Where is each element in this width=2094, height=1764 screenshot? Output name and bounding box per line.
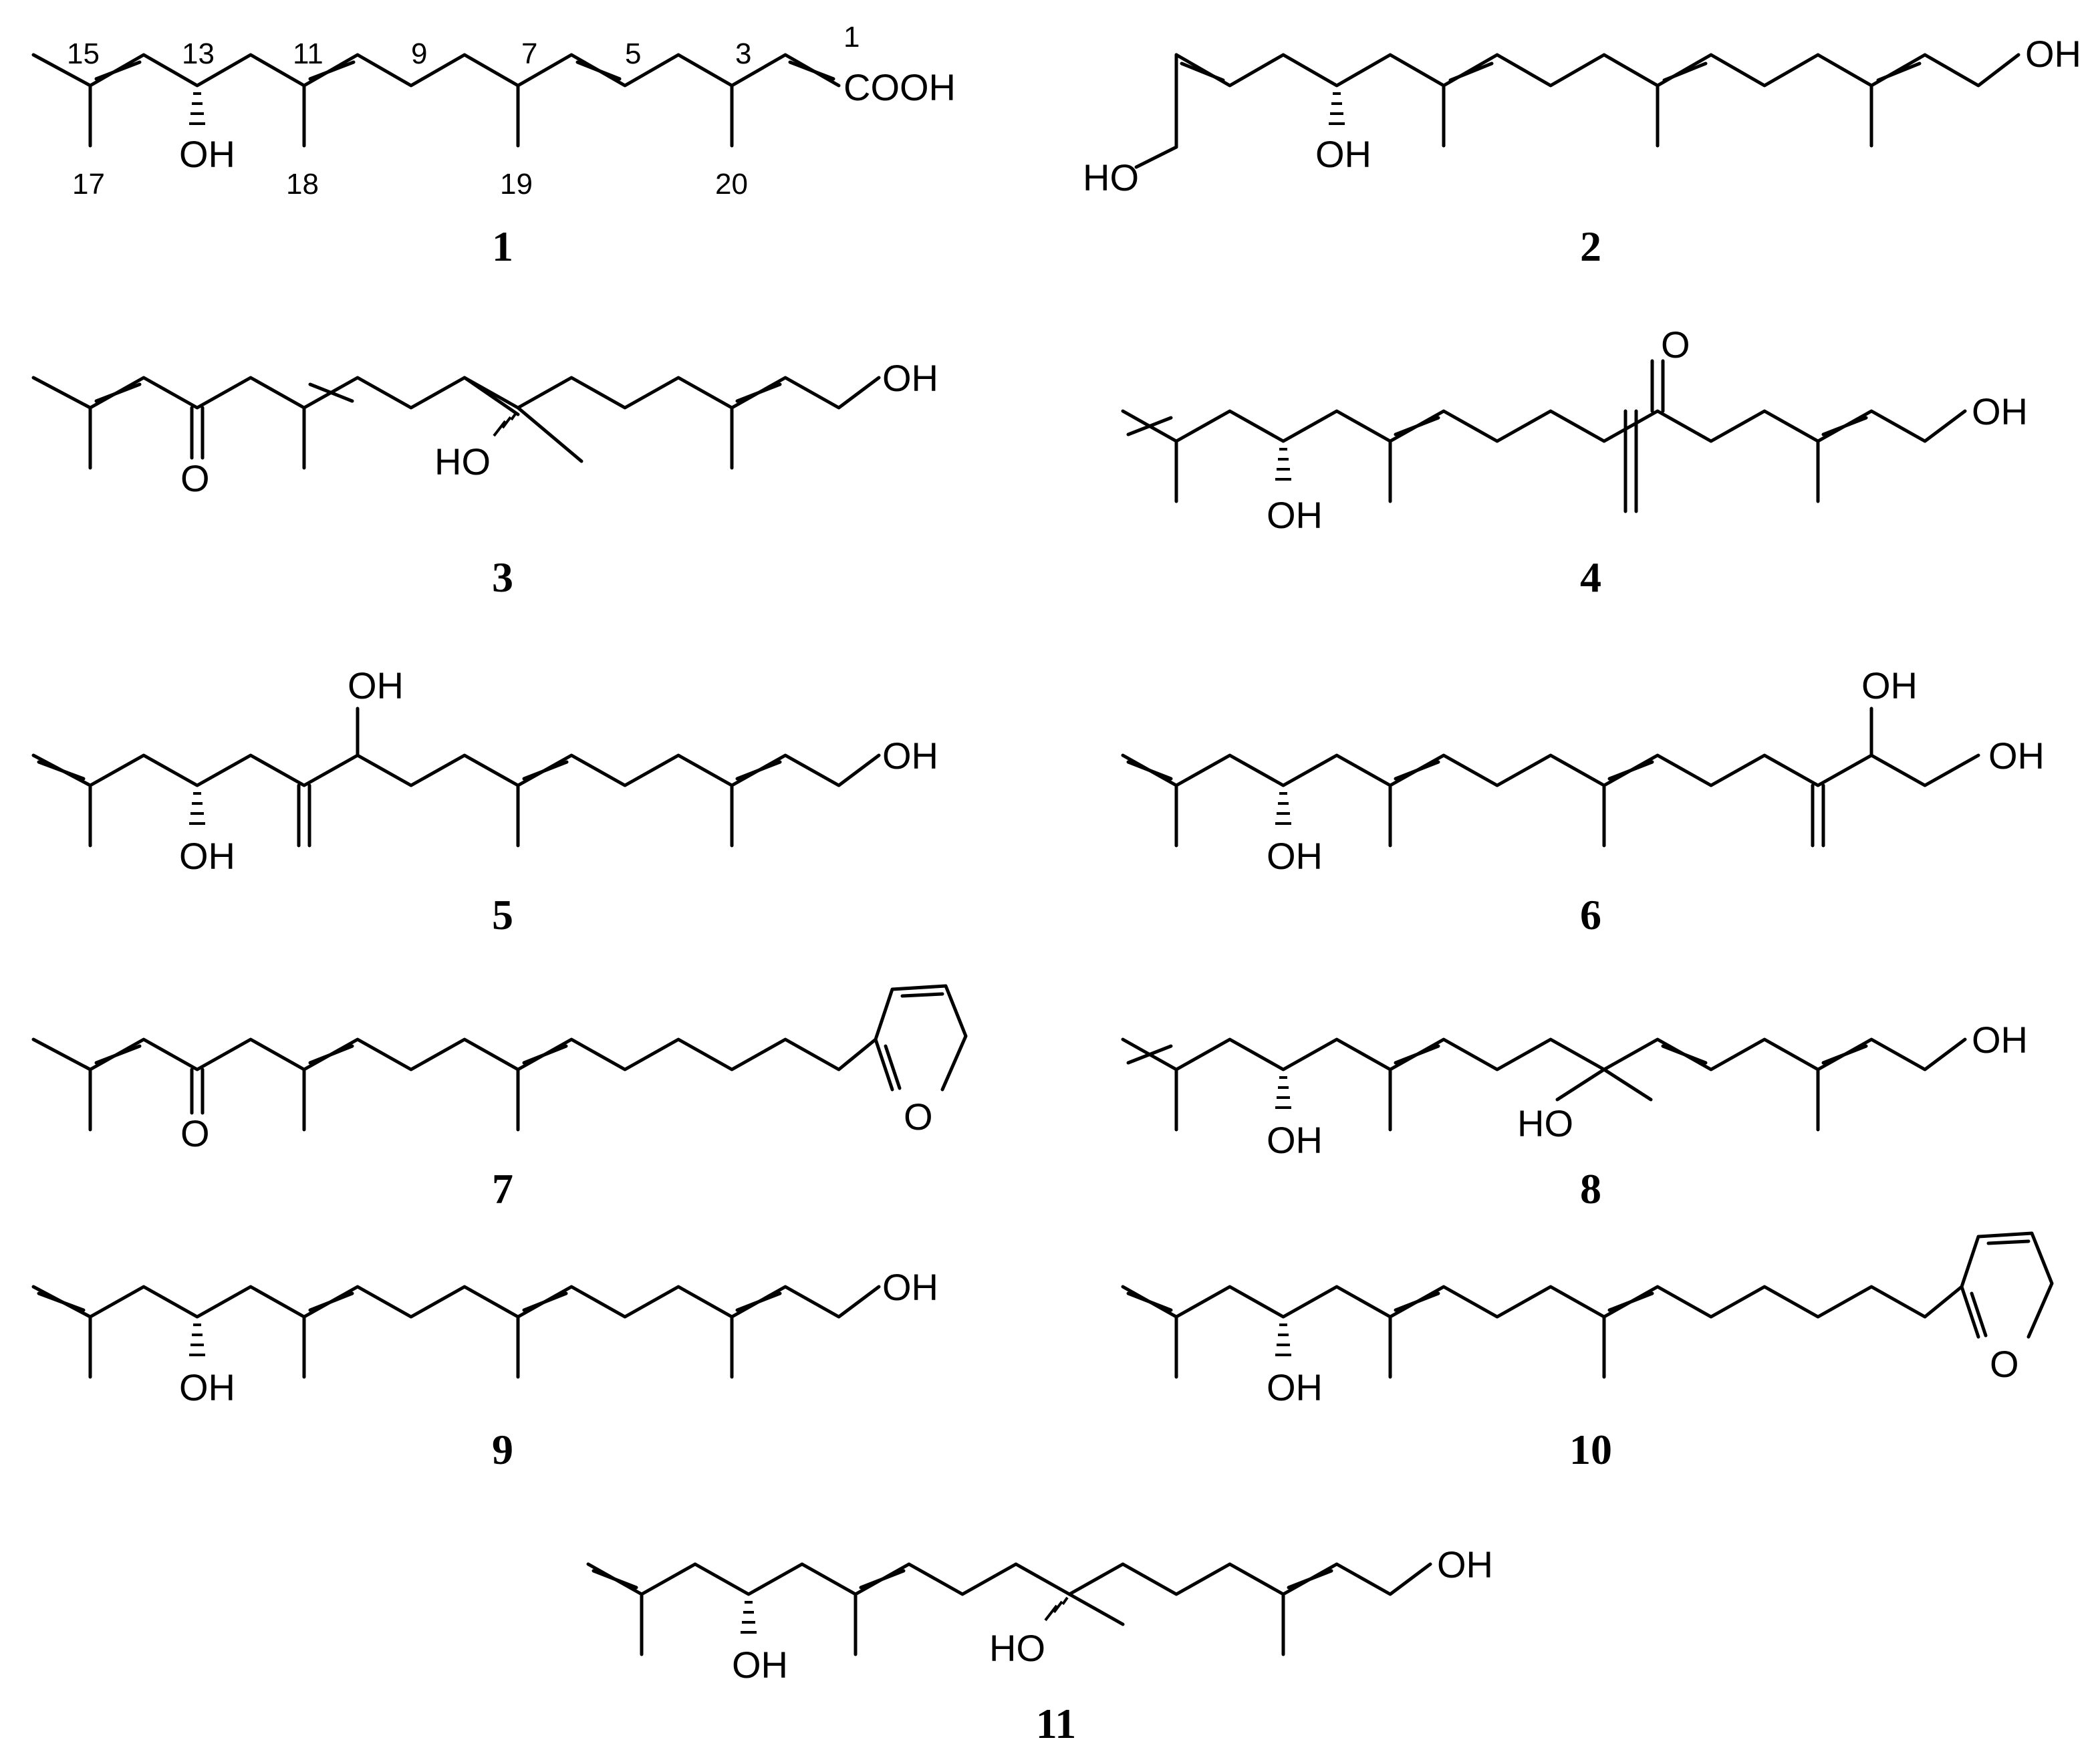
o-label: O bbox=[180, 1112, 210, 1154]
furan-ring bbox=[1960, 1231, 2054, 1339]
structure-3: O HO OH 3 bbox=[31, 357, 938, 601]
compound-label-7: 7 bbox=[492, 1165, 513, 1213]
oh-label: OH bbox=[1315, 133, 1371, 175]
o-label: O bbox=[904, 1096, 933, 1138]
carbon-number-13: 13 bbox=[182, 37, 215, 70]
structure-8: OH HO OH 8 bbox=[1121, 1019, 2028, 1213]
compound-label-8: 8 bbox=[1580, 1165, 1601, 1213]
o-label: O bbox=[1661, 324, 1690, 366]
oh-label: OH bbox=[2025, 33, 2081, 75]
carbon-number-3: 3 bbox=[735, 37, 751, 70]
oh-label: OH bbox=[1972, 1019, 2028, 1061]
ho-label: HO bbox=[434, 440, 491, 483]
compound-label-9: 9 bbox=[492, 1426, 513, 1473]
hashed-wedge bbox=[1275, 1324, 1291, 1356]
oh-label: OH bbox=[1861, 664, 1918, 707]
ho-label: HO bbox=[989, 1627, 1045, 1669]
hashed-wedge bbox=[189, 792, 205, 825]
oh-label: OH bbox=[179, 133, 235, 175]
compound-label-11: 11 bbox=[1036, 1700, 1076, 1747]
structure-4: OH O OH 4 bbox=[1121, 324, 2028, 601]
oh-label: OH bbox=[348, 664, 404, 707]
oh-label: OH bbox=[732, 1644, 788, 1686]
structure-5: OH OH OH 5 bbox=[31, 664, 938, 938]
carbon-number-9: 9 bbox=[411, 37, 427, 70]
structure-2: OH HO OH 2 bbox=[1083, 33, 2081, 270]
carbon-number-1: 1 bbox=[843, 21, 860, 53]
hashed-wedge bbox=[189, 92, 205, 125]
structure-7: O O 7 bbox=[31, 984, 968, 1213]
hashed-wedge bbox=[1275, 1076, 1291, 1109]
oh-label: OH bbox=[882, 735, 938, 777]
oh-label: OH bbox=[882, 1266, 938, 1308]
carbon-number-20: 20 bbox=[715, 168, 748, 201]
oh-label: OH bbox=[1267, 1119, 1323, 1161]
oh-label: OH bbox=[1988, 735, 2045, 777]
oh-label: OH bbox=[1267, 1366, 1323, 1408]
structure-9: OH OH 9 bbox=[31, 1266, 938, 1473]
structure-10: OH O 10 bbox=[1121, 1231, 2054, 1473]
carbon-number-17: 17 bbox=[72, 168, 105, 201]
hashed-wedge bbox=[1275, 792, 1291, 825]
hashed-wedge bbox=[741, 1601, 757, 1634]
oh-label: OH bbox=[179, 1366, 235, 1408]
oh-label: OH bbox=[882, 357, 938, 399]
ho-label: HO bbox=[1083, 156, 1139, 199]
oh-label: OH bbox=[1437, 1543, 1493, 1586]
o-label: O bbox=[1990, 1343, 2019, 1385]
compound-label-2: 2 bbox=[1580, 223, 1601, 270]
structure-6: OH OH OH 6 bbox=[1121, 664, 2045, 938]
compound-label-10: 10 bbox=[1569, 1426, 1612, 1473]
compound-label-1: 1 bbox=[492, 223, 513, 270]
hashed-wedge bbox=[1329, 92, 1345, 125]
furan-ring bbox=[874, 984, 968, 1092]
structure-11: OH HO OH 11 bbox=[586, 1543, 1493, 1747]
carbon-number-19: 19 bbox=[500, 168, 533, 201]
compound-label-6: 6 bbox=[1580, 891, 1601, 938]
carbon-number-5: 5 bbox=[625, 37, 641, 70]
hashed-wedge bbox=[189, 1324, 205, 1356]
hashed-wedge bbox=[1044, 1596, 1069, 1622]
compound-label-3: 3 bbox=[492, 553, 513, 601]
compound-label-4: 4 bbox=[1580, 553, 1601, 601]
carbon-number-15: 15 bbox=[67, 37, 100, 70]
carbon-number-7: 7 bbox=[521, 37, 537, 70]
cooh-label: COOH bbox=[843, 66, 956, 108]
carbon-number-18: 18 bbox=[286, 168, 319, 201]
compound-label-5: 5 bbox=[492, 891, 513, 938]
structure-1: OH COOH 1 3 5 7 9 11 13 15 17 18 19 20 1 bbox=[31, 21, 956, 270]
carbon-number-11: 11 bbox=[293, 37, 323, 70]
o-label: O bbox=[180, 457, 210, 499]
hashed-wedge bbox=[1275, 448, 1291, 481]
hashed-wedge bbox=[493, 412, 517, 437]
ho-label: HO bbox=[1517, 1102, 1573, 1144]
oh-label: OH bbox=[1267, 835, 1323, 877]
oh-label: OH bbox=[179, 835, 235, 877]
oh-label: OH bbox=[1972, 390, 2028, 432]
oh-label: OH bbox=[1267, 494, 1323, 536]
